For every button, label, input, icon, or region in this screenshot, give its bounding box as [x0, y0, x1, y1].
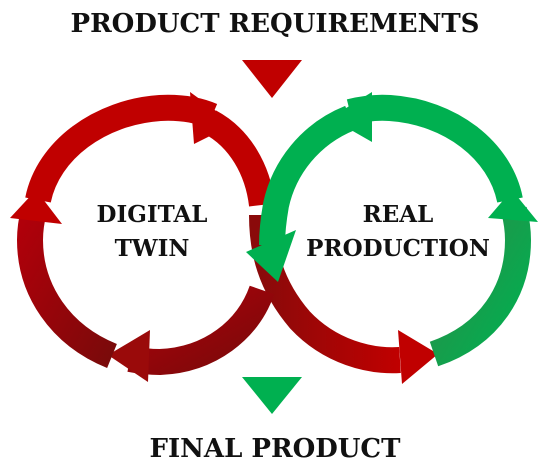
- red-arc-left: [16, 206, 118, 369]
- left-loop-label-line1: DIGITAL: [97, 201, 208, 228]
- left-loop-label-line2: TWIN: [115, 235, 190, 262]
- red-arc-bottom-left: [127, 285, 275, 376]
- right-loop-label-line2: PRODUCTION: [306, 235, 490, 262]
- green-arrowhead-top-icon: [330, 92, 372, 142]
- red-arrowhead-bottom-right-icon: [398, 330, 438, 384]
- green-arrowhead-right-icon: [488, 190, 538, 222]
- green-arc-top: [346, 94, 523, 204]
- triangle-down-green-icon: [242, 377, 302, 414]
- green-arc-right: [429, 206, 532, 367]
- red-arc-upper-right: [203, 110, 275, 207]
- green-arc-upper-left: [259, 105, 356, 246]
- red-arc-top: [25, 94, 218, 204]
- title-final-product: FINAL PRODUCT: [150, 434, 402, 464]
- right-loop-label-line1: REAL: [363, 201, 434, 228]
- triangle-down-red-icon: [242, 60, 302, 98]
- red-arrowhead-bottom-left-icon: [108, 330, 150, 382]
- title-product-requirements: PRODUCT REQUIREMENTS: [71, 9, 480, 39]
- red-arrowhead-top-icon: [190, 92, 234, 144]
- red-arrowhead-left-icon: [10, 190, 62, 224]
- green-arrowhead-center-icon: [246, 230, 296, 282]
